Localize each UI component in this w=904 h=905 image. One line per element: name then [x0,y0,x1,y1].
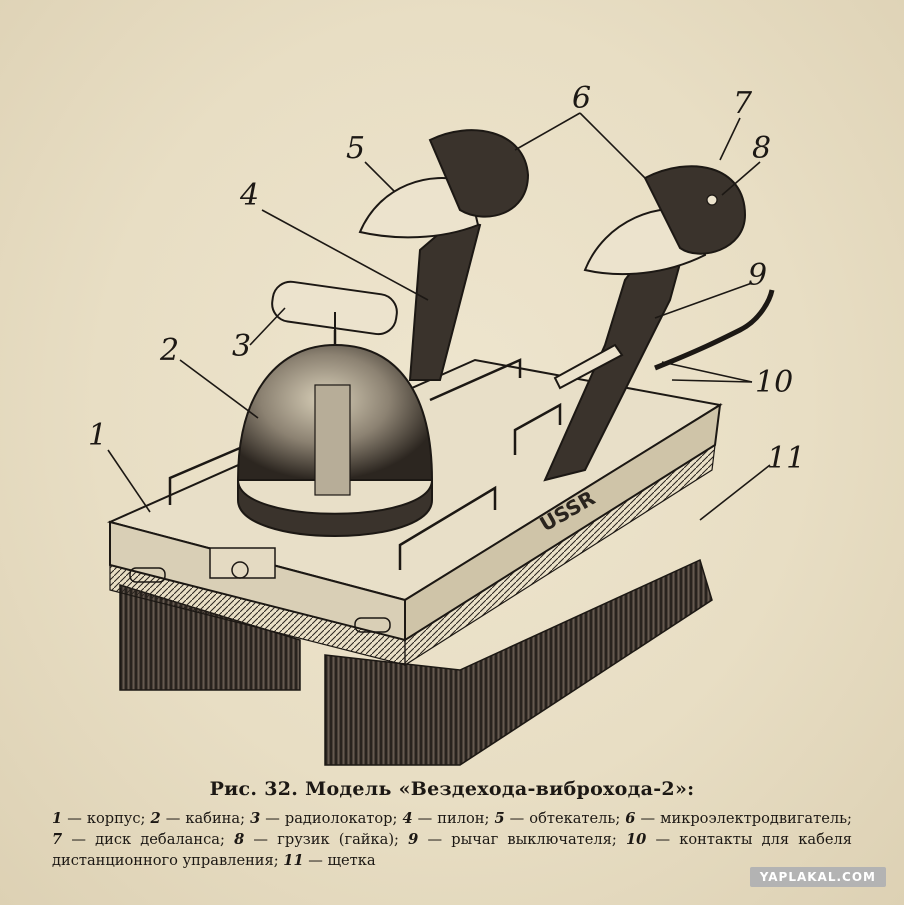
caption-legend: 1 — корпус; 2 — кабина; 3 — радиолокатор… [52,808,852,871]
switch-lever [553,343,624,390]
legend-text: — щетка [303,852,376,869]
callout-11: 11 [767,441,805,476]
legend-number: 7 [52,831,63,848]
legend-text: — пилон; [412,810,495,827]
legend-text: — радиолокатор; [260,810,403,827]
legend-text: — микроэлектродвигатель; [635,810,852,827]
callout-labels: 1 2 3 4 5 6 7 8 9 10 11 [88,81,805,476]
legend-text: — обтекатель; [504,810,626,827]
callout-1: 1 [88,418,107,453]
vehicle-illustration: USSR [88,81,805,766]
callout-7: 7 [733,86,753,121]
legend-text: — контакты для кабеля дистанционного упр… [52,831,853,869]
leader-lines [107,112,771,521]
legend-item-8: 8 — грузик (гайка); [234,831,408,848]
legend-item-10: 10 — контакты для кабеля дистанционного … [52,831,852,869]
legend-number: 9 [408,831,419,848]
legend-item-11: 11 — щетка [283,852,375,869]
legend-item-9: 9 — рычаг выключателя; [408,831,626,848]
callout-10: 10 [755,365,793,400]
legend-number: 2 [150,810,161,827]
caption-title: Рис. 32. Модель «Вездехода-виброхода-2»: [209,778,695,800]
callout-6: 6 [572,81,591,116]
legend-number: 6 [625,810,636,827]
legend-number: 8 [234,831,245,848]
legend-text: — диск дебаланса; [62,831,235,848]
legend-number: 5 [494,810,505,827]
callout-2: 2 [159,333,179,368]
legend-text: — грузик (гайка); [244,831,409,848]
legend-item-5: 5 — обтекатель; [494,810,625,827]
legend-number: 10 [625,831,647,848]
legend-item-7: 7 — диск дебаланса; [52,831,234,848]
callout-8: 8 [752,131,771,166]
callout-5: 5 [346,131,365,166]
callout-3: 3 [232,329,251,364]
callout-9: 9 [748,258,767,293]
legend-text: — рычаг выключателя; [418,831,626,848]
legend-number: 11 [283,852,304,869]
legend-item-4: 4 — пилон; [402,810,494,827]
radar [271,280,398,345]
brush-right [324,558,713,766]
legend-number: 1 [52,810,63,827]
legend-item-3: 3 — радиолокатор; [250,810,402,827]
pylon-left [358,129,530,381]
legend-text: — корпус; [62,810,151,827]
legend-number: 4 [402,810,413,827]
watermark: YAPLAKAL.COM [749,867,886,887]
callout-4: 4 [239,178,259,213]
legend-number: 3 [250,810,261,827]
legend-item-2: 2 — кабина; [151,810,251,827]
cabin-dome [236,330,434,537]
legend-item-6: 6 — микроэлектродвигатель; [625,810,852,827]
pylon-right [543,165,747,482]
remote-control-cable [654,289,775,371]
legend-item-1: 1 — корпус; [52,810,151,827]
legend-text: — кабина; [160,810,251,827]
